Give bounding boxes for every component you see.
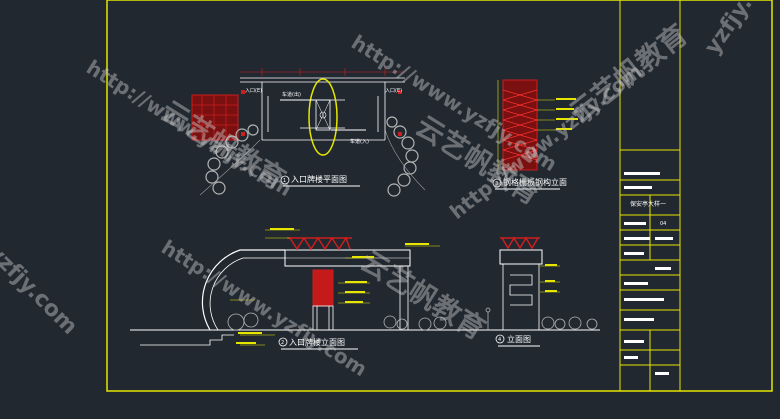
title-block [619, 0, 681, 391]
title-block-text [624, 172, 673, 375]
plan-label-entry-right: 入口(E) [385, 88, 402, 94]
plan-plants-right [386, 116, 419, 197]
plan-view-marker [280, 175, 290, 185]
drawing-frame [106, 0, 773, 392]
front-elevation-title: 入口牌楼立面图 [289, 337, 345, 347]
plan-left-wall [191, 94, 239, 141]
elevation-red-truss [287, 236, 352, 251]
elevation-red-booth [312, 269, 334, 307]
detail-view-title: 钢格栅板钢构立面 [503, 177, 567, 187]
front-elevation-number: 2 [281, 340, 284, 346]
side-elevation-title: 立面图 [507, 334, 531, 344]
detail-view: 3 钢格栅板钢构立面 [492, 79, 578, 190]
detail-view-number: 3 [495, 181, 498, 187]
side-red-truss [500, 236, 540, 250]
plan-label-entry-left: 入口(E) [245, 88, 262, 94]
title-block-sheet: 04 [660, 221, 666, 227]
plan-label-lane-bottom: 车道(入) [350, 138, 369, 145]
front-elevation: 2 入口牌楼立面图 [130, 228, 600, 350]
plan-view-number: 1 [283, 178, 286, 184]
plan-label-lane-top: 车道(出) [282, 91, 301, 98]
detail-view-marker [492, 178, 502, 188]
side-column [502, 263, 540, 331]
title-block-project: 保安亭大样一 [630, 200, 666, 208]
side-elevation-marker [495, 334, 505, 344]
side-elevation-number: 4 [498, 337, 501, 343]
plan-view-title: 入口牌楼平面图 [291, 174, 347, 184]
side-elevation: 4 立面图 [495, 236, 598, 347]
plan-plants-left [205, 124, 259, 195]
plan-guard-island [308, 78, 338, 156]
front-elevation-marker [278, 337, 288, 347]
plan-view: 入口(E) 入口(E) 车道(出) 车道(入) 1 入口牌楼平面图 [191, 68, 426, 197]
plan-guard-booth [315, 99, 331, 131]
